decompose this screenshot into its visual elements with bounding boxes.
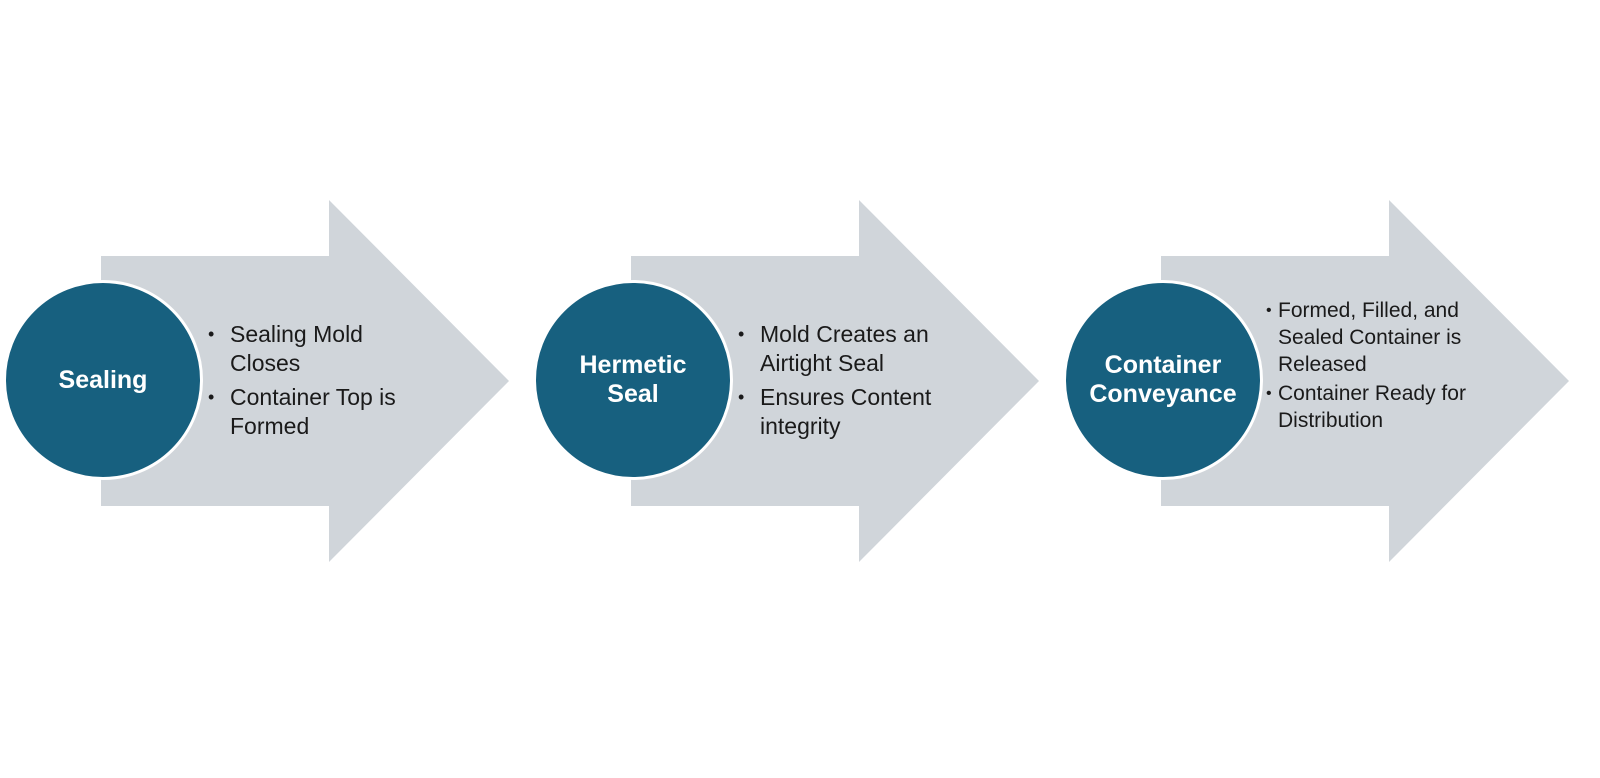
step-title: Container Conveyance (1089, 351, 1237, 408)
step-circle: Container Conveyance (1063, 280, 1263, 480)
step-bullet: Container Ready for Distribution (1266, 380, 1466, 434)
step-bullet-list: Formed, Filled, and Sealed Container is … (1266, 297, 1466, 436)
process-step-sealing: Sealing Sealing Mold Closes Container To… (0, 200, 540, 562)
step-bullet: Ensures Content integrity (738, 383, 968, 441)
step-bullet: Mold Creates an Airtight Seal (738, 320, 968, 378)
step-circle: Hermetic Seal (533, 280, 733, 480)
step-title: Hermetic Seal (579, 351, 687, 408)
step-bullet-list: Sealing Mold Closes Container Top is For… (208, 320, 438, 446)
step-bullet: Container Top is Formed (208, 383, 438, 441)
step-arrow-shape (101, 200, 509, 562)
step-circle: Sealing (3, 280, 203, 480)
step-bullet: Formed, Filled, and Sealed Container is … (1266, 297, 1466, 378)
step-bullet-list: Mold Creates an Airtight Seal Ensures Co… (738, 320, 968, 446)
step-arrow-shape (631, 200, 1039, 562)
arrow-polygon (631, 200, 1039, 562)
process-step-hermetic-seal: Hermetic Seal Mold Creates an Airtight S… (530, 200, 1070, 562)
step-title: Sealing (58, 365, 148, 394)
process-step-container-conveyance: Container Conveyance Formed, Filled, and… (1060, 200, 1600, 562)
arrow-polygon (101, 200, 509, 562)
step-bullet: Sealing Mold Closes (208, 320, 438, 378)
